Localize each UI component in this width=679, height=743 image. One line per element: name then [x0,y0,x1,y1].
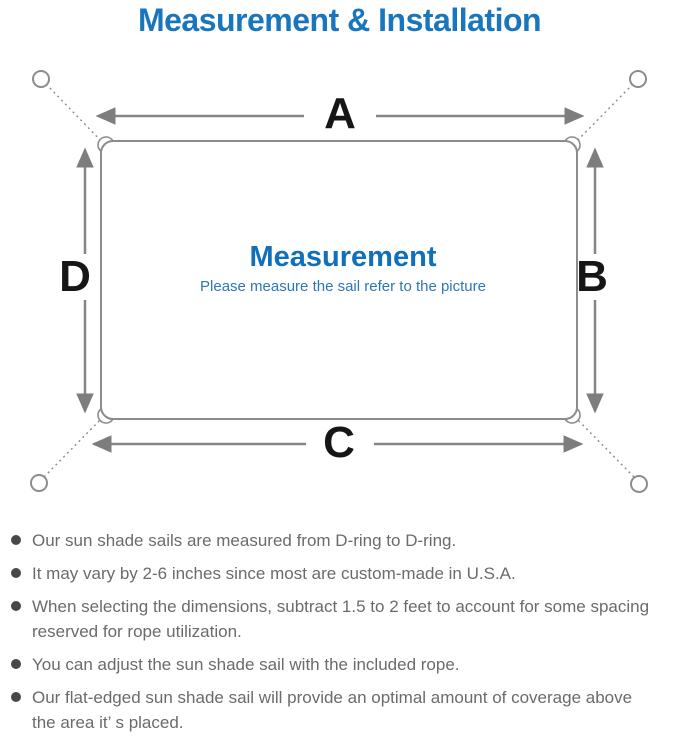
note-item: Our sun shade sails are measured from D-… [11,528,679,553]
sail-outline [100,140,578,420]
note-text: Our sun shade sails are measured from D-… [32,531,457,550]
note-item: Our flat-edged sun shade sail will provi… [11,685,679,735]
dimension-label-b: B [576,252,608,301]
note-text: It may vary by 2-6 inches since most are… [32,564,516,583]
dimension-arrows [76,107,604,453]
note-item: It may vary by 2-6 inches since most are… [11,561,679,586]
bullet-icon [11,659,21,669]
dimension-label-d: D [59,252,91,301]
bullet-icon [11,692,21,702]
anchor-ring-icon [30,70,648,493]
note-text: You can adjust the sun shade sail with t… [32,655,460,674]
notes-list: Our sun shade sails are measured from D-… [11,528,679,743]
bullet-icon [11,601,21,611]
dimension-label-a: A [324,89,356,138]
diagram-center-subtitle: Please measure the sail refer to the pic… [200,278,486,295]
bullet-icon [11,568,21,578]
bullet-icon [11,535,21,545]
page-title: Measurement & Installation [137,2,542,38]
note-item: You can adjust the sun shade sail with t… [11,652,679,677]
dimension-label-c: C [323,418,355,467]
note-text: Our flat-edged sun shade sail will provi… [32,688,633,732]
note-text: When selecting the dimensions, subtract … [32,597,650,641]
diagram-center-title: Measurement [249,241,437,273]
note-item: When selecting the dimensions, subtract … [11,594,679,644]
